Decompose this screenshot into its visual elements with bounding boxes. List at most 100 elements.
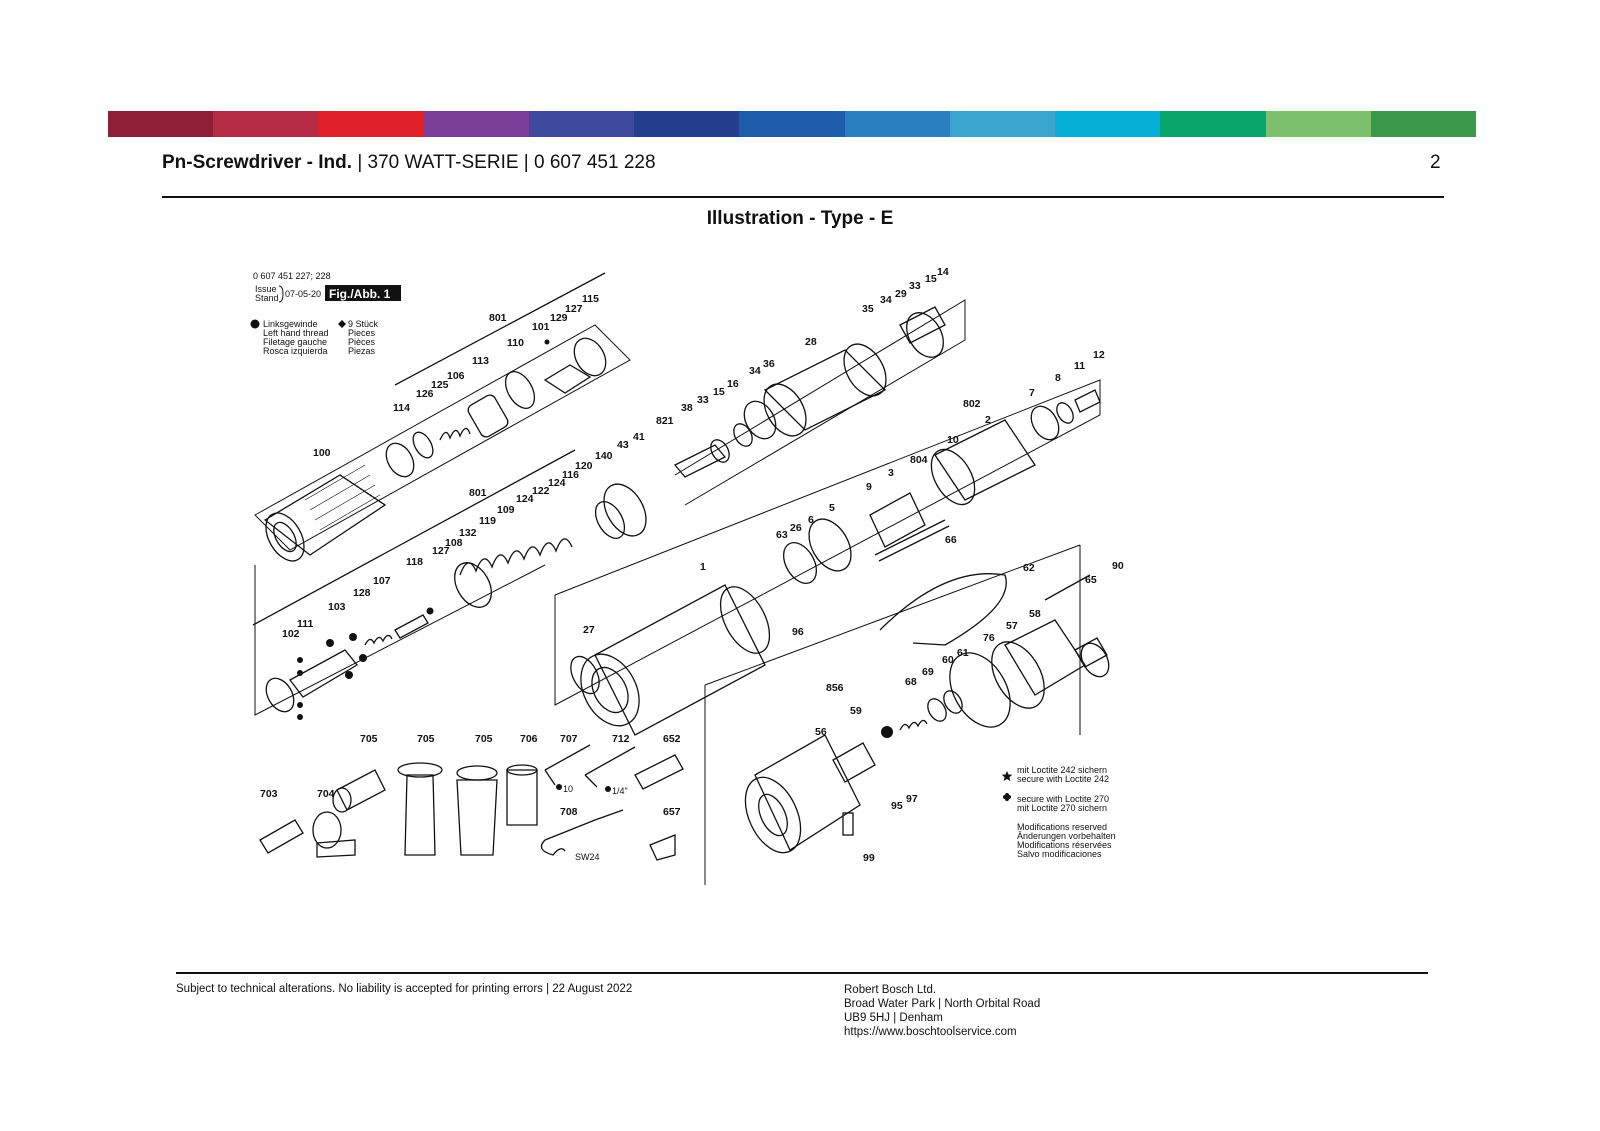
part-label-120: 120 (575, 460, 593, 472)
part-label-652: 652 (663, 733, 681, 745)
part-821-rotor-shaft (673, 439, 730, 478)
part-label-36: 36 (763, 358, 775, 370)
part-label-35: 35 (862, 303, 874, 315)
part-652-nipple (634, 754, 684, 790)
part-58-backhead (991, 619, 1086, 709)
stand-label: Stand (255, 293, 279, 303)
part-5-bearing (808, 518, 852, 572)
part-69-spring (899, 719, 928, 731)
part-label-41: 41 (633, 431, 645, 443)
part-706-silencer (506, 764, 538, 826)
part-label-107: 107 (373, 575, 391, 587)
band-segment (739, 111, 845, 137)
part-2-cylinder (930, 419, 1036, 506)
part-label-703: 703 (260, 788, 278, 800)
part-705-side-handle-2 (456, 765, 498, 856)
page-number: 2 (1430, 152, 1441, 173)
band-segment (1055, 111, 1161, 137)
frame-lower-left (254, 564, 546, 716)
band-segment (949, 111, 1056, 137)
part-label-115: 115 (582, 293, 599, 305)
legend-left-3: Filetage gauche (263, 337, 327, 347)
legend-right-4: Piezas (348, 346, 376, 356)
part-label-9: 9 (866, 481, 872, 493)
ball-parts (297, 339, 893, 792)
part-label-124: 124 (516, 493, 534, 505)
header-rule (162, 196, 1444, 198)
part-label-124: 124 (548, 477, 566, 489)
product-series-and-number: | 370 WATT-SERIE | 0 607 451 228 (352, 152, 656, 173)
part-707-hex-key (544, 744, 591, 786)
part-label-111: 111 (297, 618, 314, 630)
part-label-129: 129 (550, 312, 568, 324)
part-label-95: 95 (891, 800, 903, 812)
part-label-6: 6 (808, 514, 814, 526)
part-label-96: 96 (792, 626, 804, 638)
index-arrow-top (394, 272, 606, 386)
part-label-110: 110 (507, 337, 524, 349)
band-segment (213, 111, 319, 137)
wrench-size-sw24: SW24 (575, 852, 600, 862)
part-label-63: 63 (776, 529, 788, 541)
part-label-132: 132 (459, 527, 477, 539)
band-segment (423, 111, 529, 137)
part-label-821: 821 (656, 415, 674, 427)
part-119-washer (454, 562, 492, 608)
part-label-60: 60 (942, 654, 954, 666)
part-label-116: 116 (562, 469, 579, 481)
footer-address: Robert Bosch Ltd. Broad Water Park | Nor… (844, 983, 1040, 1039)
part-label-68: 68 (905, 676, 917, 688)
part-label-7: 7 (1029, 387, 1035, 399)
part-110-oring (504, 371, 536, 409)
band-segment (634, 111, 740, 137)
part-102-spindle-end (265, 649, 358, 713)
part-label-38: 38 (681, 402, 693, 414)
product-name: Pn-Screwdriver - Ind. (162, 152, 353, 173)
modifications-4: Salvo modificaciones (1017, 849, 1102, 859)
part-106-spring (439, 427, 471, 441)
part-label-61: 61 (957, 647, 969, 659)
part-113-sleeve (467, 394, 509, 438)
part-704-clamp (312, 811, 356, 858)
part-66-blade (874, 519, 950, 562)
part-label-3: 3 (888, 467, 894, 479)
part-101-spindle (543, 337, 607, 394)
street-address: Broad Water Park | North Orbital Road (844, 998, 1041, 1010)
part-34-ring (733, 423, 753, 447)
website-link[interactable]: https://www.boschtoolservice.com (844, 1026, 1017, 1038)
band-segment (1160, 111, 1266, 137)
part-label-126: 126 (416, 388, 434, 400)
modifications-1: Modifications reserved (1017, 822, 1107, 832)
band-segment (108, 111, 214, 137)
part-label-106: 106 (447, 370, 465, 382)
part-label-99: 99 (863, 852, 875, 864)
frame-upper-left (254, 324, 631, 551)
part-60-valve (927, 698, 947, 722)
part-3-rotor (869, 492, 926, 548)
part-label-704: 704 (317, 788, 335, 800)
part-36-bearing (743, 400, 777, 440)
part-label-114: 114 (393, 402, 410, 414)
part-label-15: 15 (713, 386, 725, 398)
part-label-56: 56 (815, 726, 827, 738)
legend-right-2: Pieces (348, 328, 376, 338)
frame-lower-right (704, 544, 1081, 885)
brand-color-band (108, 111, 1477, 137)
exploded-view-diagram: 0 607 451 227; 228 Issue Stand 07-05-20 … (250, 266, 1124, 885)
part-label-10: 10 (947, 434, 959, 446)
part-label-27: 27 (583, 624, 595, 636)
loctite-242-en: secure with Loctite 242 (1017, 774, 1109, 784)
part-59-sleeve (832, 742, 876, 783)
part-62-hanger (879, 573, 1007, 646)
part-label-102: 102 (282, 628, 300, 640)
part-label-43: 43 (617, 439, 629, 451)
loctite-270-de: mit Loctite 270 sichern (1017, 803, 1107, 813)
postcode-city: UB9 5HJ | Denham (844, 1012, 943, 1024)
footer-disclaimer: Subject to technical alterations. No lia… (176, 983, 633, 995)
legend-right-3: Pièces (348, 337, 376, 347)
part-label-62: 62 (1023, 562, 1035, 574)
part-label-28: 28 (805, 336, 817, 348)
band-segment (1370, 111, 1477, 137)
part-11-ring (1056, 402, 1074, 424)
left-hand-thread-icon (250, 319, 260, 329)
